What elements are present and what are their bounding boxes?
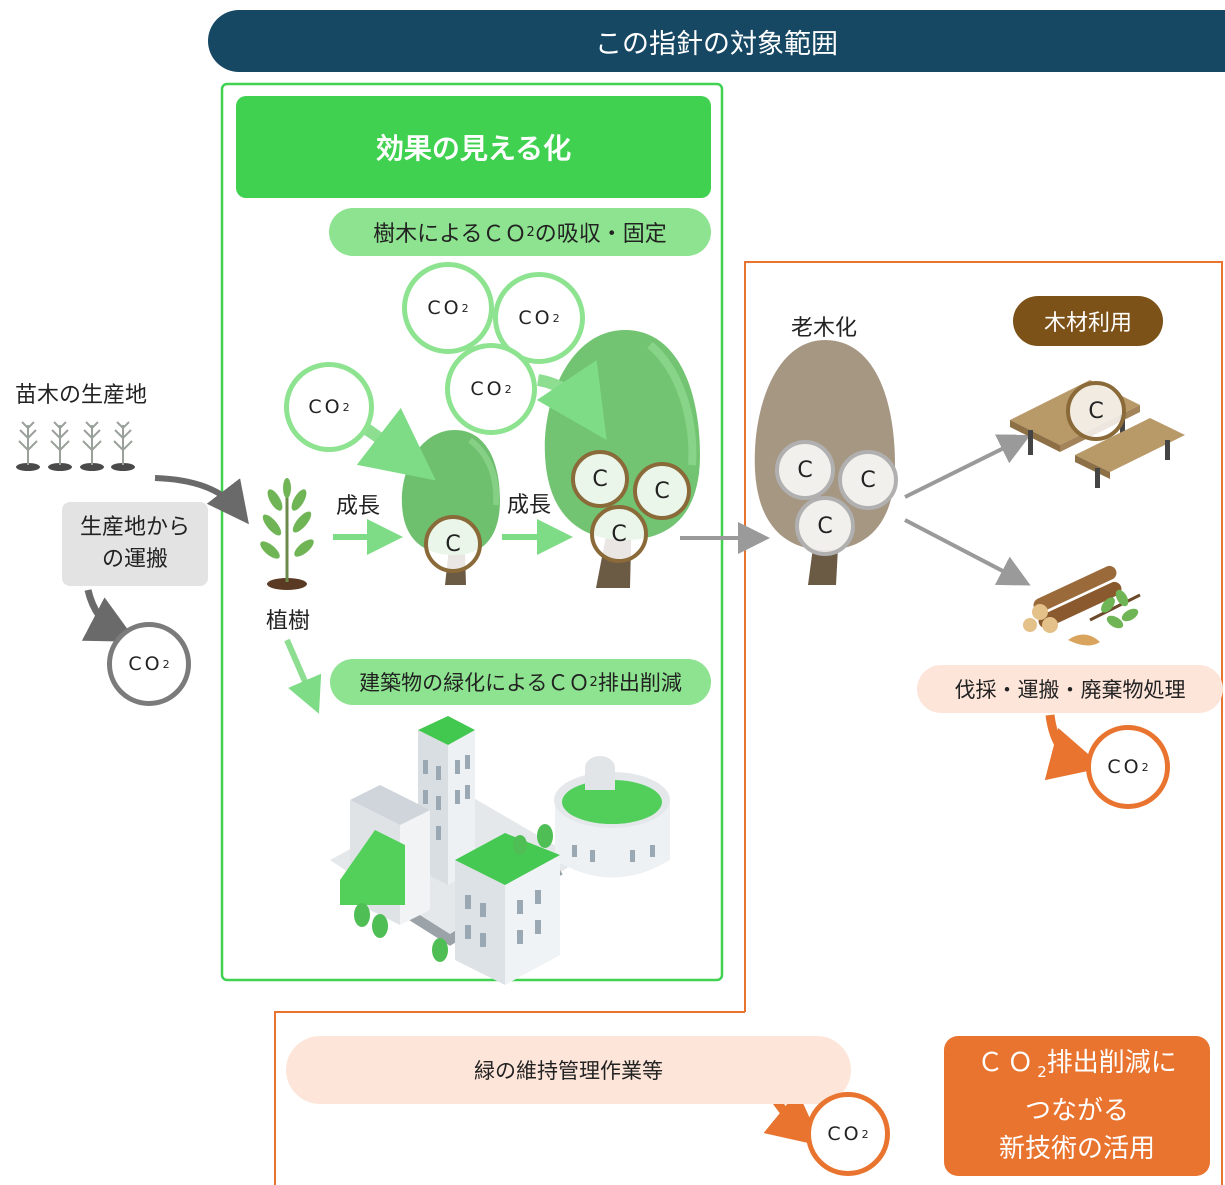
greening-text-pre: 建築物の緑化によるＣＯ <box>359 671 590 695</box>
carbon-big-tree-1: C <box>571 450 629 508</box>
co2-text: CO <box>128 653 163 675</box>
carbon-old-tree-2: C <box>838 450 898 510</box>
transport-arrow <box>154 475 249 525</box>
green-scope-outline <box>220 82 724 982</box>
absorption-text-sub: 2 <box>526 224 535 240</box>
transport-co2-arrow <box>81 589 137 642</box>
carbon-big-tree-3: C <box>590 505 648 563</box>
nursery-label: 苗木の生産地 <box>15 383 148 408</box>
new-tech-box: ＣＯ2排出削減に つながる 新技術の活用 <box>944 1036 1210 1176</box>
co2-text: CO <box>427 297 462 319</box>
orange-scope-outline <box>274 261 1223 1185</box>
processing-label: 伐採・運搬・廃棄物処理 <box>917 665 1223 713</box>
visualization-header: 効果の見える化 <box>236 96 711 198</box>
greening-text-sub: 2 <box>589 674 598 690</box>
carbon-old-tree-1: C <box>775 440 835 500</box>
co2-text: CO <box>308 396 343 418</box>
carbon-big-tree-2: C <box>633 462 691 520</box>
carbon-text: C <box>1088 398 1104 424</box>
co2-sub: 2 <box>1141 760 1149 774</box>
scope-banner-title: この指針の対象範囲 <box>595 28 838 60</box>
carbon-text: C <box>592 466 608 492</box>
to-waste-arrow <box>904 518 1031 586</box>
new-tech-sub: 2 <box>1037 1063 1047 1082</box>
visualization-header-text: 効果の見える化 <box>375 132 572 165</box>
absorption-text-pre: 樹木によるＣＯ <box>373 222 527 247</box>
new-tech-post: 排出削減に つながる 新技術の活用 <box>998 1048 1177 1164</box>
green-buildings-illustration <box>330 716 670 985</box>
carbon-text: C <box>654 478 670 504</box>
co2-text: CO <box>470 378 505 400</box>
timber-label-pill: 木材利用 <box>1013 296 1163 346</box>
maintenance-label: 緑の維持管理作業等 <box>286 1036 851 1104</box>
planting-label: 植樹 <box>266 609 311 634</box>
new-tech-line1: ＣＯ2排出削減に つながる 新技術の活用 <box>977 1044 1177 1167</box>
greening-text-post: 排出削減 <box>597 671 682 695</box>
to-timber-arrow <box>904 434 1031 499</box>
co2-text: CO <box>518 307 553 329</box>
co2-sub: 2 <box>552 311 560 325</box>
absorption-text-post: の吸収・固定 <box>534 222 667 247</box>
carbon-text: C <box>860 467 876 493</box>
processing-text: 伐採・運搬・廃棄物処理 <box>954 678 1186 702</box>
to-greening-arrow <box>284 638 322 714</box>
co2-to-small-tree-arrow <box>356 407 436 481</box>
co2-sub: 2 <box>861 1127 869 1141</box>
scope-banner: この指針の対象範囲 <box>208 10 1225 72</box>
maintenance-text: 緑の維持管理作業等 <box>474 1059 663 1083</box>
sapling-icon <box>260 478 314 590</box>
growth-label-1: 成長 <box>336 494 381 519</box>
carbon-text: C <box>817 513 833 539</box>
transport-box: 生産地から の運搬 <box>62 502 208 586</box>
co2-sub: 2 <box>342 400 350 414</box>
co2-text: CO <box>827 1123 862 1145</box>
transport-text: 生産地から の運搬 <box>79 515 190 572</box>
logs-and-branches-icon <box>1023 565 1141 646</box>
processing-co2-arrow <box>1044 714 1104 781</box>
carbon-text: C <box>445 531 461 557</box>
growth-label-2: 成長 <box>507 493 552 518</box>
carbon-old-tree-3: C <box>795 496 855 556</box>
seedling-row-icon <box>16 421 135 471</box>
carbon-small-tree: C <box>424 515 482 573</box>
carbon-text: C <box>611 521 627 547</box>
co2-text: CO <box>1107 756 1142 778</box>
co2-to-big-tree-arrow <box>536 360 607 440</box>
co2-sub: 2 <box>504 382 512 396</box>
carbon-timber: C <box>1066 381 1126 441</box>
co2-sub: 2 <box>461 301 469 315</box>
new-tech-pre: ＣＯ <box>977 1048 1038 1079</box>
timber-label-text: 木材利用 <box>1043 311 1132 336</box>
aging-label: 老木化 <box>791 316 858 341</box>
co2-sub: 2 <box>162 657 170 671</box>
carbon-text: C <box>797 457 813 483</box>
